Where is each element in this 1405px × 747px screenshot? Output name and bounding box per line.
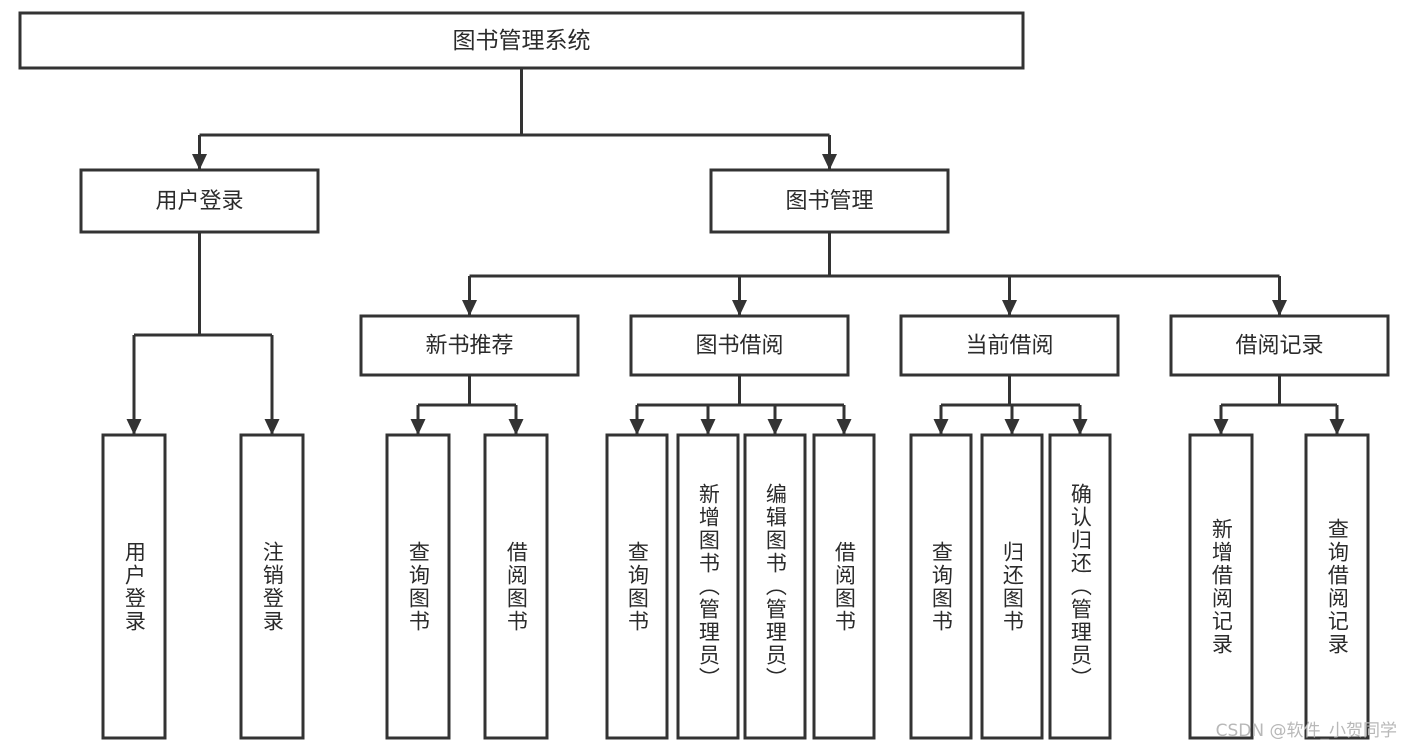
- node-box-new-book-recommend[interactable]: 新书推荐: [359, 314, 580, 377]
- node-label-root: 图书管理系统: [453, 28, 591, 54]
- node-box-current-borrow[interactable]: 当前借阅: [899, 314, 1120, 377]
- node-box-leaf-add-book[interactable]: [676, 433, 740, 740]
- arrow-head-leaf-query-book-3: [933, 419, 949, 435]
- node-box-borrow-record[interactable]: 借阅记录: [1169, 314, 1390, 377]
- arrow-head-leaf-query-book-1: [410, 419, 426, 435]
- arrow-head-user-login: [192, 154, 207, 170]
- arrow-head-current-borrow: [1002, 300, 1017, 316]
- node-box-leaf-add-record[interactable]: [1188, 433, 1254, 740]
- node-box-leaf-borrow-book-2[interactable]: [812, 433, 876, 740]
- node-box-leaf-confirm-return[interactable]: [1048, 433, 1112, 740]
- node-box-leaf-borrow-book-1[interactable]: [483, 433, 549, 740]
- arrow-head-leaf-user-logout: [264, 419, 280, 435]
- arrow-head-leaf-confirm-return: [1072, 419, 1088, 435]
- node-box-leaf-query-book-1[interactable]: [385, 433, 451, 740]
- node-box-book-manage[interactable]: 图书管理: [709, 168, 950, 234]
- arrow-head-leaf-borrow-book-1: [508, 419, 524, 435]
- arrow-head-leaf-user-login: [126, 419, 142, 435]
- node-box-root[interactable]: 图书管理系统: [18, 11, 1025, 70]
- arrow-head-new-book-recommend: [462, 300, 477, 316]
- arrow-head-borrow-record: [1272, 300, 1287, 316]
- node-label-book-borrow: 图书借阅: [695, 334, 783, 359]
- node-label-borrow-record: 借阅记录: [1235, 334, 1323, 359]
- node-label-current-borrow: 当前借阅: [965, 334, 1053, 359]
- watermark-text: CSDN @软件_小贺同学: [1215, 721, 1397, 741]
- arrow-head-leaf-borrow-book-2: [836, 419, 852, 435]
- arrow-head-leaf-query-record: [1329, 419, 1345, 435]
- arrow-head-leaf-query-book-2: [629, 419, 645, 435]
- node-box-leaf-user-login[interactable]: [101, 433, 167, 740]
- node-box-leaf-user-logout[interactable]: [239, 433, 305, 740]
- node-box-user-login[interactable]: 用户登录: [79, 168, 320, 234]
- node-box-leaf-query-record[interactable]: [1304, 433, 1370, 740]
- node-label-new-book-recommend: 新书推荐: [425, 334, 513, 359]
- node-box-leaf-edit-book[interactable]: [743, 433, 807, 740]
- arrow-head-book-manage: [822, 154, 837, 170]
- node-box-leaf-query-book-3[interactable]: [909, 433, 973, 740]
- connectors-layer: [126, 68, 1345, 435]
- node-label-book-manage: 图书管理: [785, 189, 873, 214]
- node-box-leaf-return-book[interactable]: [980, 433, 1044, 740]
- arrow-head-leaf-add-book: [700, 419, 716, 435]
- arrow-head-leaf-edit-book: [767, 419, 783, 435]
- node-label-user-login: 用户登录: [155, 189, 243, 214]
- arrow-head-leaf-add-record: [1213, 419, 1229, 435]
- node-box-book-borrow[interactable]: 图书借阅: [629, 314, 850, 377]
- arrow-head-book-borrow: [732, 300, 747, 316]
- arrow-head-leaf-return-book: [1004, 419, 1020, 435]
- node-box-leaf-query-book-2[interactable]: [605, 433, 669, 740]
